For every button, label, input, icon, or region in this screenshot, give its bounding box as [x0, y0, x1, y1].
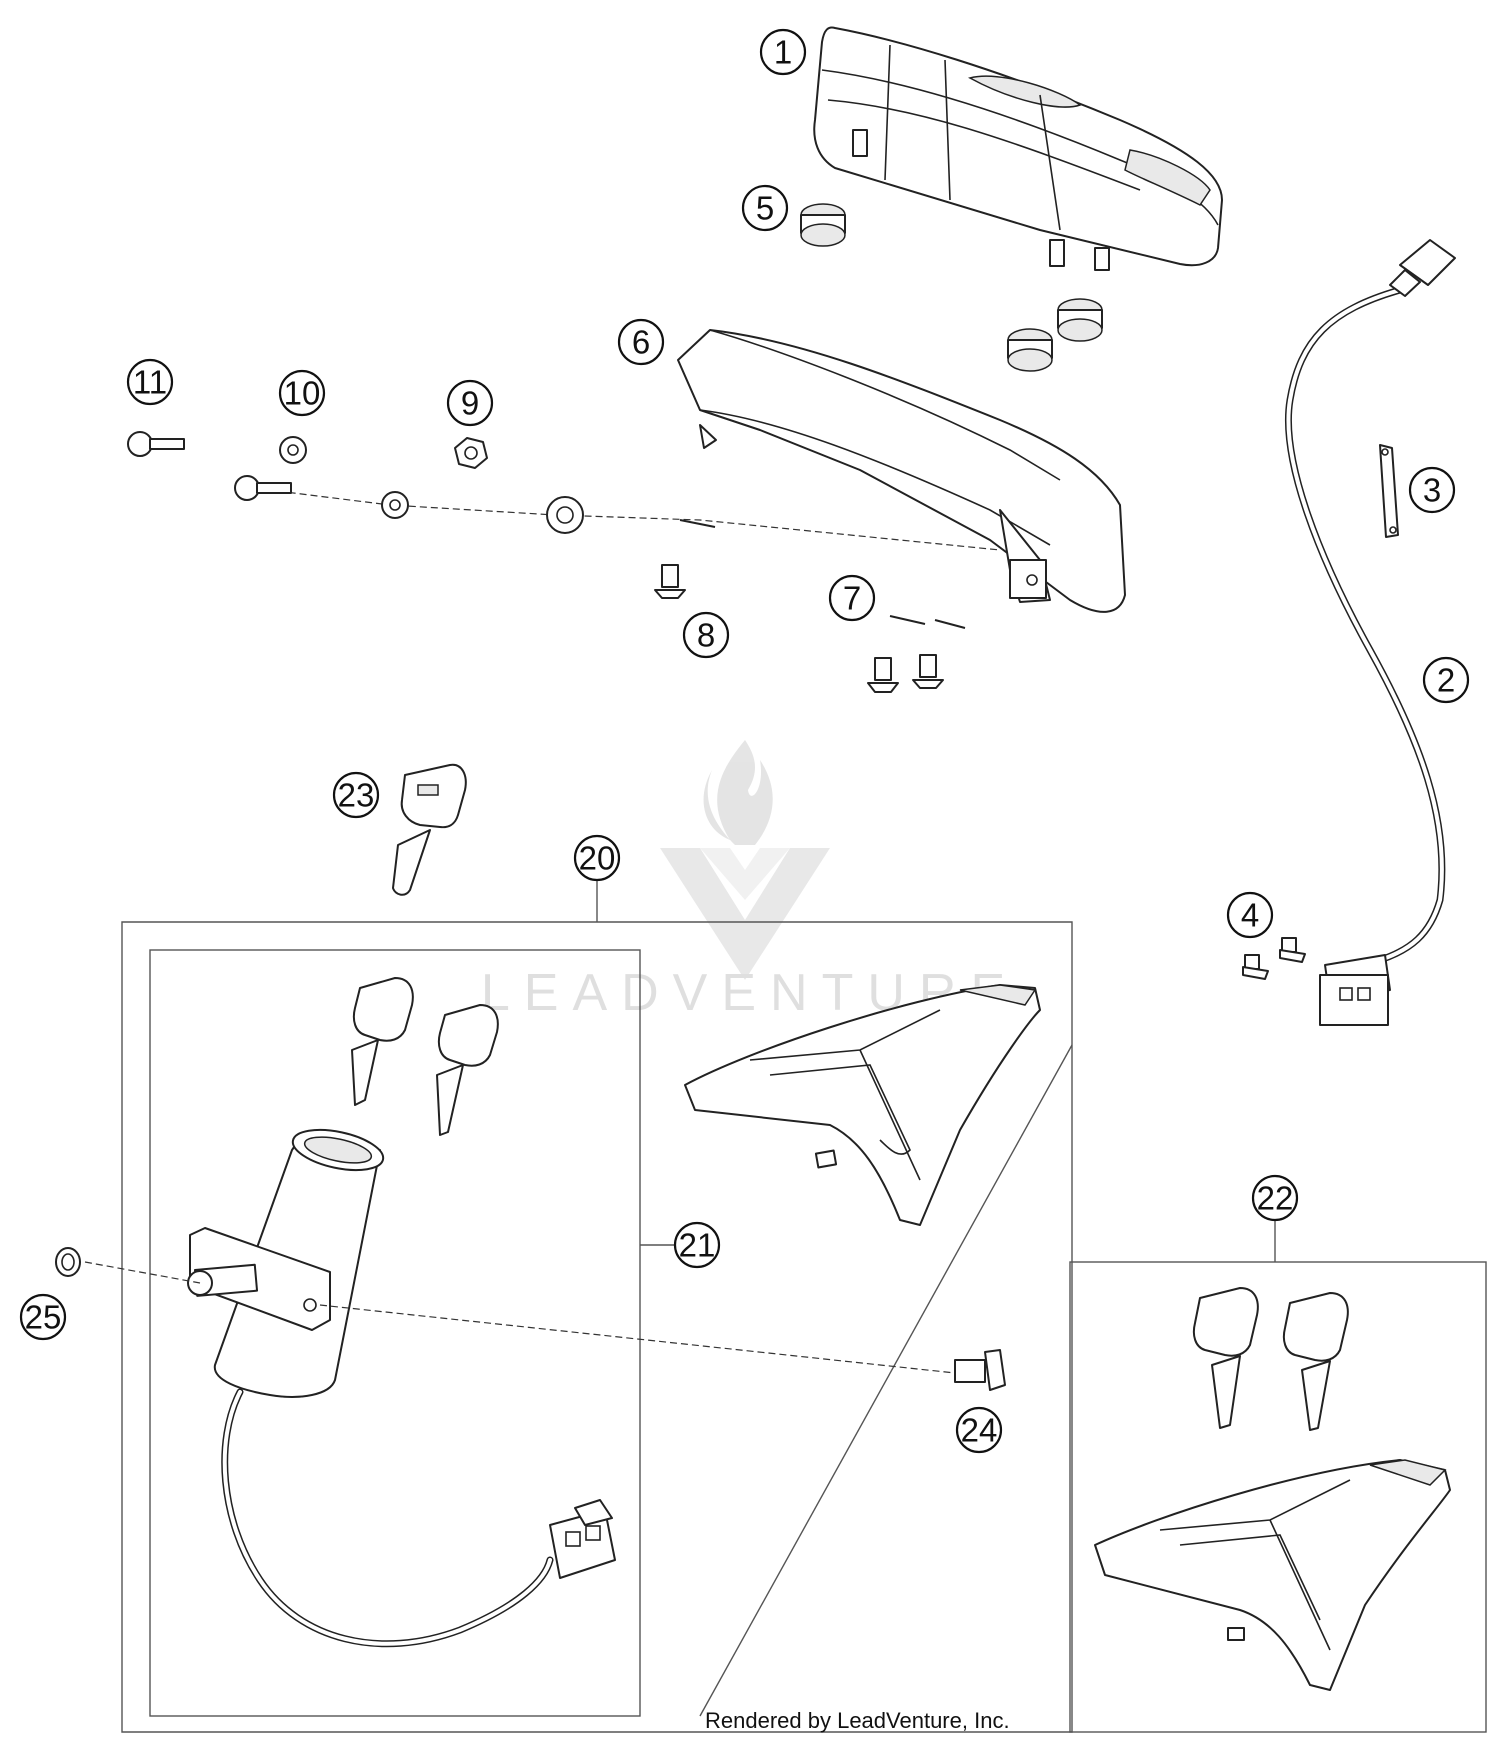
callout-1: 1: [759, 28, 807, 76]
cluster-housing: [677, 329, 1126, 613]
svg-text:10: 10: [284, 375, 321, 412]
leadventure-watermark: LEADVENTURE: [481, 740, 1005, 1022]
speed-sensor-cable: [1284, 239, 1456, 1026]
tank-cover-20: [684, 984, 1041, 1226]
tank-cover-22: [1094, 1459, 1451, 1691]
rubber-grommets: [800, 203, 1103, 372]
svg-text:2: 2: [1437, 662, 1455, 699]
cable-clip: [1379, 444, 1399, 538]
callout-8: 8: [682, 611, 730, 659]
callout-11: 11: [126, 358, 174, 406]
callout-10: 10: [278, 369, 326, 417]
svg-text:24: 24: [961, 1412, 998, 1449]
group-box-21: [149, 949, 641, 1717]
svg-text:7: 7: [843, 580, 861, 617]
lock-screw: [954, 1349, 1006, 1391]
svg-text:20: 20: [579, 840, 616, 877]
callout-6: 6: [617, 318, 665, 366]
callout-3: 3: [1408, 466, 1456, 514]
callout-2: 2: [1422, 656, 1470, 704]
key-23: [392, 763, 467, 896]
svg-text:25: 25: [25, 1299, 62, 1336]
callout-4: 4: [1226, 891, 1274, 939]
keys-21: [351, 977, 499, 1136]
callout-20: 20: [573, 834, 621, 882]
svg-text:5: 5: [756, 190, 774, 227]
group-box-22: [1069, 1261, 1487, 1733]
callout-9: 9: [446, 379, 494, 427]
mounting-hardware: [127, 431, 1001, 551]
ignition-lock: [84, 1128, 956, 1648]
callout-24: 24: [955, 1406, 1003, 1454]
svg-text:3: 3: [1423, 472, 1441, 509]
callout-21: 21: [673, 1221, 721, 1269]
callout-22: 22: [1251, 1174, 1299, 1222]
svg-text:22: 22: [1257, 1180, 1294, 1217]
svg-text:9: 9: [461, 385, 479, 422]
svg-text:11: 11: [133, 364, 167, 401]
keys-22: [1192, 1287, 1349, 1431]
svg-text:6: 6: [632, 324, 650, 361]
callout-5: 5: [741, 184, 789, 232]
o-ring: [55, 1247, 81, 1277]
svg-text:23: 23: [338, 777, 375, 814]
leader-diagonal: [699, 1044, 1073, 1717]
instrument-cluster: [813, 26, 1223, 271]
callout-7: 7: [828, 574, 876, 622]
render-credit: Rendered by LeadVenture, Inc.: [705, 1708, 1010, 1733]
svg-text:21: 21: [679, 1227, 716, 1264]
callout-25: 25: [19, 1293, 67, 1341]
svg-text:8: 8: [697, 617, 715, 654]
screws: [654, 564, 966, 693]
sensor-screws: [1242, 937, 1306, 980]
svg-text:1: 1: [774, 34, 792, 71]
callout-23: 23: [332, 771, 380, 819]
svg-text:4: 4: [1241, 897, 1259, 934]
